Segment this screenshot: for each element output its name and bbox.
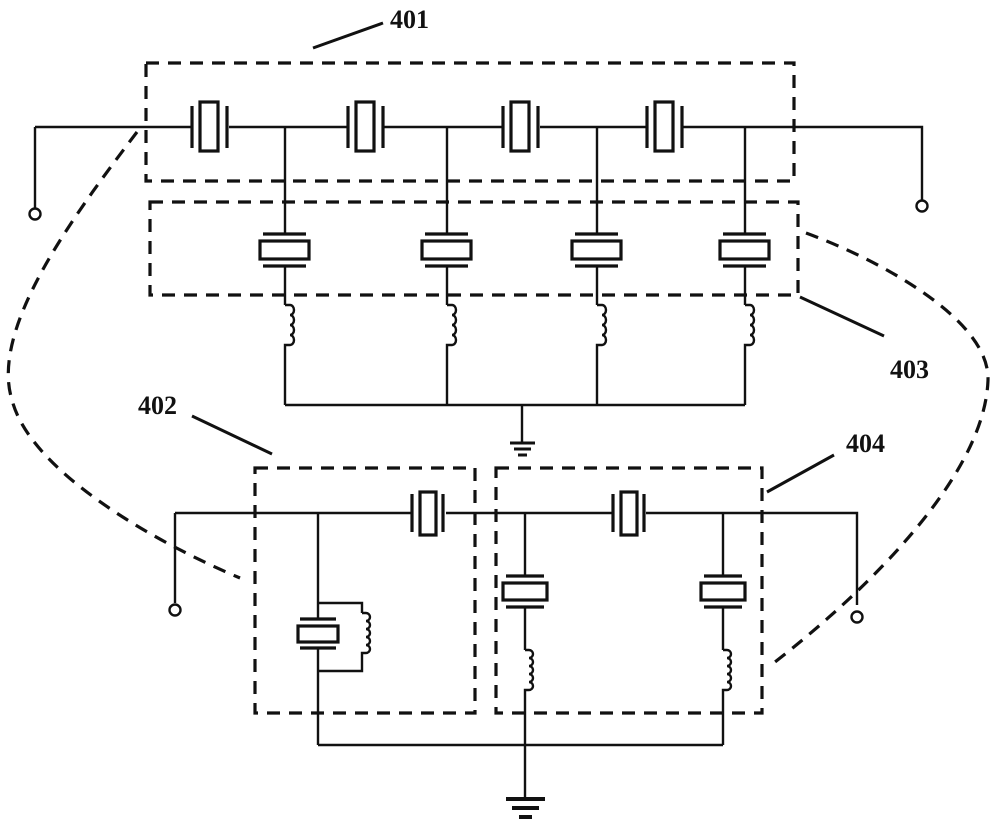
series-resonator-2 [346,100,385,153]
block-402-boundary [253,466,477,715]
series-resonator-402 [410,490,445,537]
label-402: 402 [138,391,177,420]
association-curve-401-402 [6,131,241,580]
ground-icon [510,441,535,457]
shunt-branch-4 [718,127,771,405]
label-404: 404 [846,429,885,458]
leader-403 [799,295,885,338]
series-resonator-404 [611,490,646,537]
block-404-boundary [494,466,764,715]
inductor-icon [743,303,756,405]
lower-input-terminal[interactable] [168,603,182,617]
label-403: 403 [890,355,929,384]
block-403-boundary [148,200,800,297]
leader-402 [191,414,273,456]
inductor-icon [445,303,458,405]
inductor-icon [283,303,296,405]
leader-401 [312,21,384,50]
ground-icon [506,797,545,819]
block-401-boundary [144,61,796,183]
inductor-icon [595,303,608,405]
upper-circuit [28,100,929,457]
lower-circuit [168,490,864,819]
shunt-branch-404-right [699,513,747,745]
inductor-icon [523,648,535,745]
label-401: 401 [390,5,429,34]
upper-output-terminal[interactable] [915,199,929,213]
leader-404 [766,453,835,494]
upper-input-terminal[interactable] [28,207,42,221]
inductor-icon [360,611,372,661]
inductor-icon [721,648,733,745]
series-resonator-1 [190,100,229,153]
shunt-branch-2 [420,127,473,405]
series-resonator-4 [645,100,684,153]
lower-output-terminal[interactable] [850,610,864,624]
upper-main-line [35,125,924,200]
shunt-resonator-parallel-inductor-402 [296,513,372,745]
association-curve-403-404 [774,231,990,664]
shunt-branch-404-left [501,513,549,745]
shunt-branch-3 [570,127,623,405]
series-resonator-3 [501,100,540,153]
upper-ground-rail [285,403,745,442]
shunt-branch-1 [258,127,311,405]
lower-ground-rail [318,743,723,798]
